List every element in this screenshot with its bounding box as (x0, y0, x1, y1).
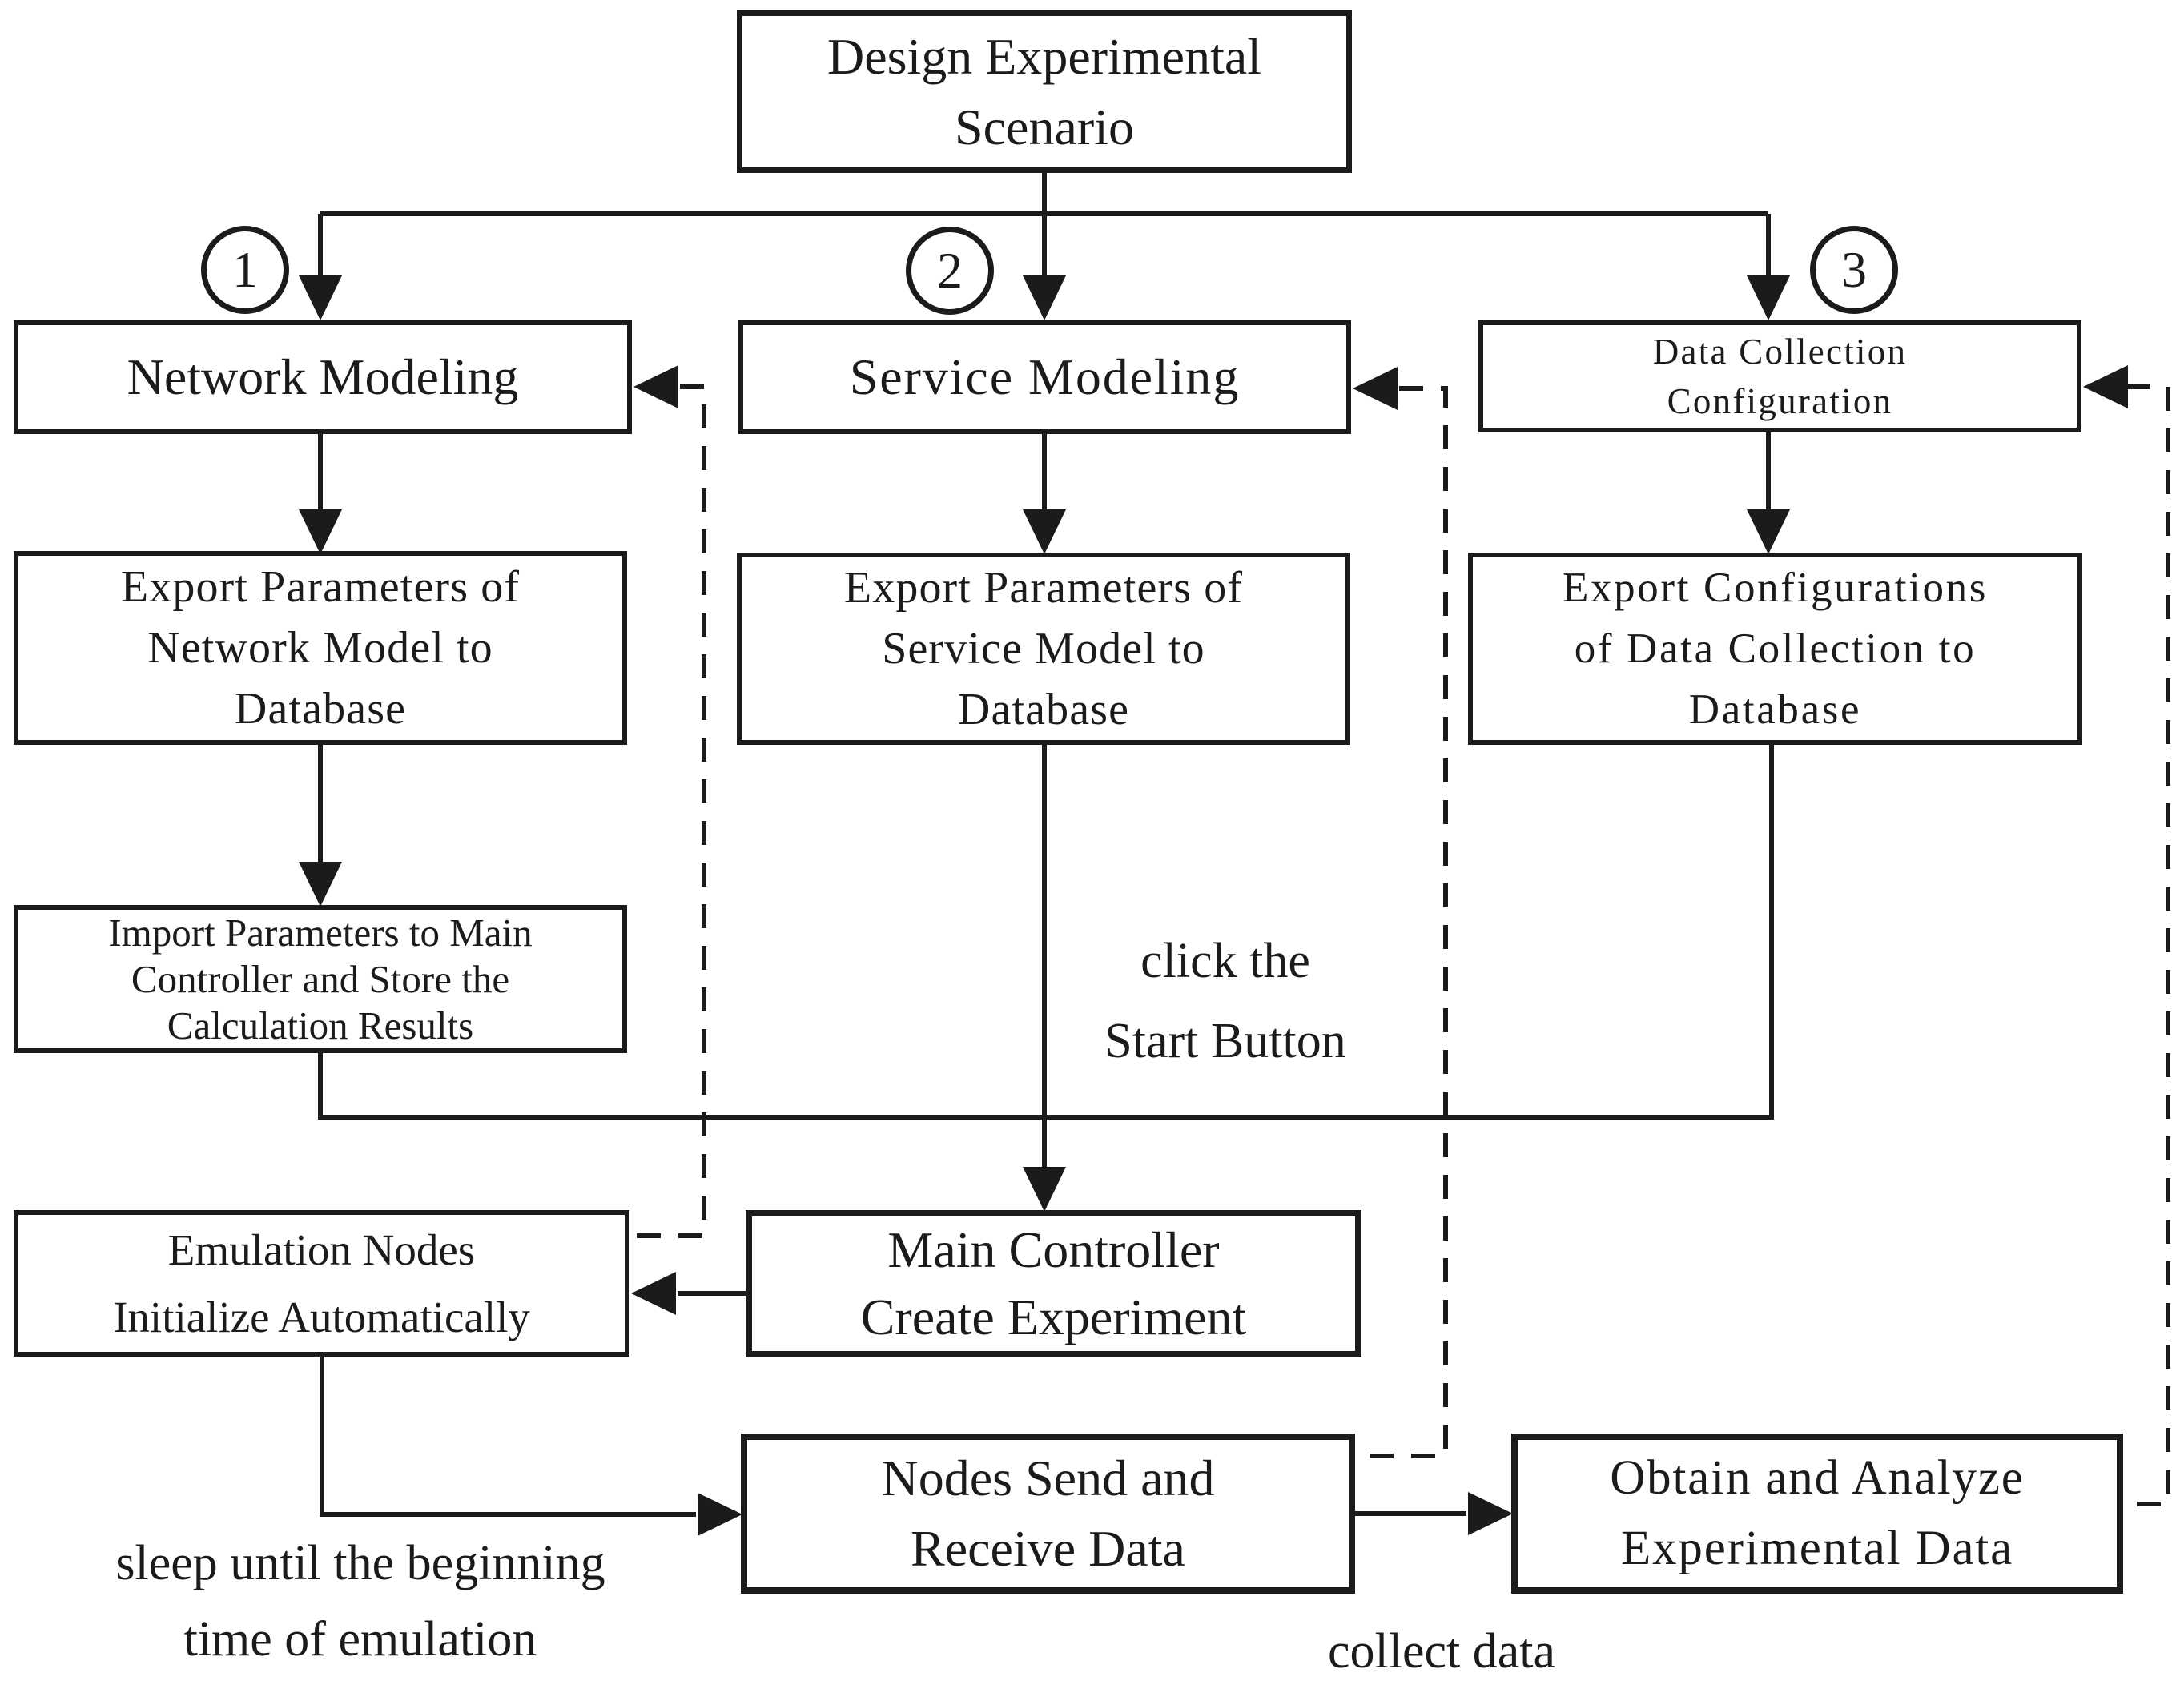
obtain-analyze-box: Obtain and Analyze Experimental Data (1511, 1434, 2123, 1594)
dashed-arrowhead-into-network-modeling (633, 365, 678, 408)
dashed-arrowhead-into-data-collection (2083, 365, 2128, 408)
export-service-params-box: Export Parameters of Service Model to Da… (737, 553, 1350, 745)
export-network-params-box: Export Parameters of Network Model to Da… (14, 551, 627, 745)
branch-2-badge: 2 (906, 227, 994, 315)
network-modeling-box: Network Modeling (14, 320, 632, 434)
main-controller-box: Main Controller Create Experiment (746, 1210, 1361, 1357)
arrowhead-into-export-service (1023, 509, 1066, 554)
branch-1-badge: 1 (201, 226, 289, 314)
sleep-until-note: sleep until the beginning time of emulat… (115, 1536, 605, 1667)
dashed-nodes-feedback-line (1355, 386, 1448, 1458)
dashed-emulation-feedback-line (629, 384, 706, 1238)
arrowhead-into-emulation-nodes (631, 1272, 676, 1315)
arrowhead-into-obtain-analyze (1468, 1492, 1513, 1535)
arrowhead-into-service-modeling (1023, 275, 1066, 320)
arrowhead-into-import-params (299, 862, 342, 907)
emulation-to-nodes-line (320, 1357, 696, 1517)
arrowhead-into-nodes-send (698, 1493, 742, 1536)
service-modeling-box: Service Modeling (738, 320, 1351, 434)
arrowhead-into-export-network (299, 509, 342, 554)
collect-data-note: collect data (1328, 1624, 1555, 1679)
click-start-button-note: click the Start Button (1104, 934, 1346, 1068)
branch-3-badge: 3 (1810, 226, 1898, 314)
arrowhead-into-data-collection (1747, 275, 1790, 320)
arrowhead-into-export-configs (1747, 509, 1790, 554)
arrowhead-into-network-modeling (299, 275, 342, 320)
import-params-box: Import Parameters to Main Controller and… (14, 905, 627, 1053)
data-collection-config-box: Data Collection Configuration (1478, 320, 2081, 432)
nodes-send-receive-box: Nodes Send and Receive Data (741, 1434, 1355, 1594)
arrowhead-into-main-controller (1023, 1167, 1066, 1212)
dashed-obtain-feedback-line (2123, 384, 2170, 1506)
export-collection-configs-box: Export Configurations of Data Collection… (1468, 553, 2082, 745)
design-scenario-box: Design Experimental Scenario (737, 10, 1352, 173)
emulation-nodes-box: Emulation Nodes Initialize Automatically (14, 1210, 629, 1357)
dashed-arrowhead-into-service-modeling (1353, 367, 1398, 410)
